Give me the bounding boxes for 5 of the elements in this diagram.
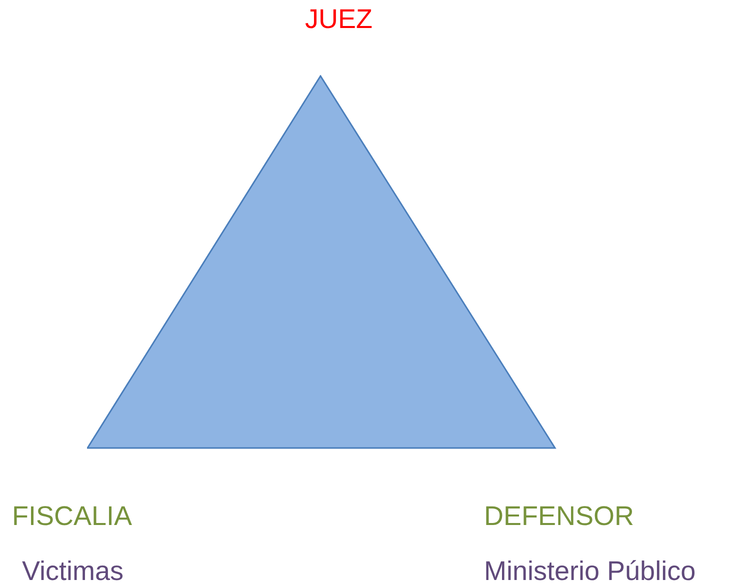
label-text: Victimas <box>22 555 124 587</box>
label-text: FISCALIA <box>12 500 132 532</box>
label-text: JUEZ <box>305 3 372 35</box>
label-text: Ministerio Público <box>484 555 696 587</box>
label-text: DEFENSOR <box>484 500 634 532</box>
